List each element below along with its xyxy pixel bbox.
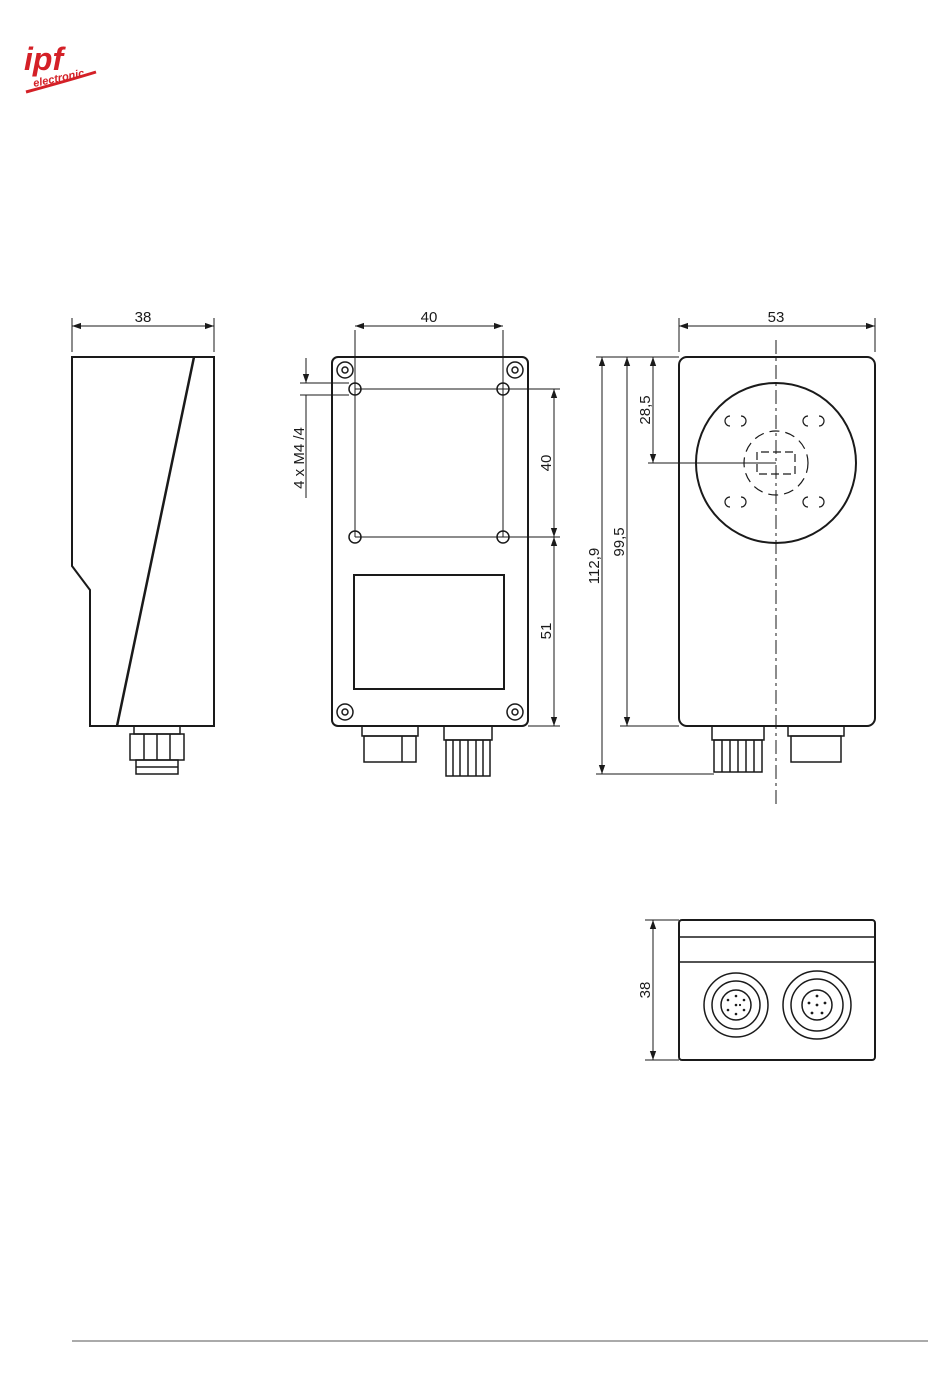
rear-window [354,575,504,689]
mounting-holes [349,383,509,543]
corner-screws [337,362,523,720]
body-height-label: 99,5 [611,527,628,556]
side-view [72,318,214,774]
led-marks [725,416,824,507]
side-view-edge [117,357,194,726]
front-view [596,318,875,806]
hole-spacing-label: 40 [538,455,555,472]
rear-side-dimensions [528,389,560,726]
rear-view [300,326,560,776]
bottom-depth-label: 38 [637,982,654,999]
rear-width-label: 40 [421,309,438,326]
front-height-dimensions [596,357,714,774]
connector-right-pins [808,995,827,1015]
front-connector-right [788,726,844,762]
side-view-connector [130,726,184,774]
optical-axis-label: 28,5 [637,395,654,424]
bottom-view [645,920,875,1060]
front-width-label: 53 [768,309,785,326]
front-connector-left [712,726,764,772]
rear-connector-left [362,726,418,762]
total-height-label: 112,9 [586,548,603,584]
ipf-logo: ipf electronic [24,41,96,92]
front-view-housing [679,357,875,726]
connector-left-pins [727,995,746,1016]
rear-connector-right [444,726,492,776]
thread-label: 4 x M4 /4 [291,427,308,489]
side-width-label: 38 [135,309,152,326]
side-view-housing [72,357,214,726]
lower-dimension-label: 51 [538,623,555,640]
hole-center-lines [300,330,560,537]
